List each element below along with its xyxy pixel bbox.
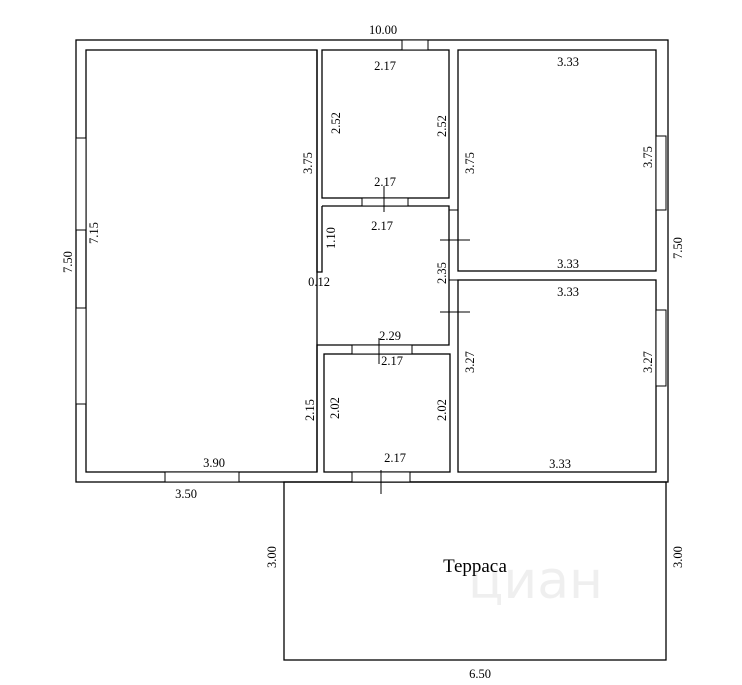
terrace (283, 481, 667, 661)
room-bottom-right (457, 279, 657, 473)
dim-room-low-mid-bottom: 2.17 (384, 451, 406, 465)
dim-partition-stub: 1.10 (324, 227, 338, 249)
window-bottom-left (164, 471, 240, 483)
outer-walls (75, 39, 669, 483)
dim-room-low-mid-top: 2.17 (381, 354, 403, 368)
dim-room-top-mid-top: 2.17 (374, 59, 396, 73)
window-right-lower (655, 309, 667, 387)
dim-room-top-right-left: 3.75 (463, 152, 477, 174)
dim-room-low-right-right: 3.27 (641, 351, 655, 373)
dim-room-low-mid-left: 2.02 (328, 397, 342, 419)
partition-stub (316, 50, 323, 273)
window-left-lower (75, 307, 87, 405)
dim-room-top-mid-right: 2.52 (435, 115, 449, 137)
door-lower-room (351, 344, 413, 355)
dim-partition-height: 3.75 (301, 152, 315, 174)
dim-room-low-right-bottom: 3.33 (549, 457, 571, 471)
dimension-labels: 10.00 7.50 7.15 7.50 3.90 3.50 3.75 1.10… (61, 23, 685, 681)
terrace-label: Терраса (443, 556, 507, 577)
dim-hall-top: 2.17 (371, 219, 393, 233)
dim-hall-bottom: 2.29 (379, 329, 401, 343)
dim-room-top-right-right: 3.75 (641, 146, 655, 168)
dim-room-top-mid-left: 2.52 (329, 112, 343, 134)
dim-hall-right: 2.35 (435, 262, 449, 284)
dim-room-low-mid-right: 2.02 (435, 399, 449, 421)
dim-terrace-right: 3.00 (671, 546, 685, 568)
dim-outer-right: 7.50 (671, 237, 685, 259)
living-room-inner (85, 49, 318, 473)
dim-living-height: 7.15 (87, 222, 101, 244)
dim-room-low-right-top: 3.33 (557, 285, 579, 299)
dim-terrace-left: 3.00 (265, 546, 279, 568)
dim-window-bottom: 3.50 (175, 487, 197, 501)
door-markers (378, 186, 470, 494)
window-right-upper (655, 135, 667, 211)
window-top (401, 39, 429, 51)
dim-lower-partition: 2.15 (303, 399, 317, 421)
dim-room-top-right-bottom: 3.33 (557, 257, 579, 271)
door-upper-room (361, 197, 409, 207)
dim-outer-left: 7.50 (61, 251, 75, 273)
outer-wall-outline (75, 39, 669, 483)
dim-partition-thickness: 0.12 (308, 275, 330, 289)
dim-room-top-mid-bottom: 2.17 (374, 175, 396, 189)
dim-terrace-bottom: 6.50 (469, 667, 491, 681)
watermark: циан (468, 551, 603, 611)
dim-room-top-right-top: 3.33 (557, 55, 579, 69)
room-top-right (457, 49, 657, 272)
dim-living-bottom: 3.90 (203, 456, 225, 470)
dim-outer-top: 10.00 (369, 23, 397, 37)
window-left-upper (75, 137, 87, 231)
dim-room-low-right-left: 3.27 (463, 351, 477, 373)
